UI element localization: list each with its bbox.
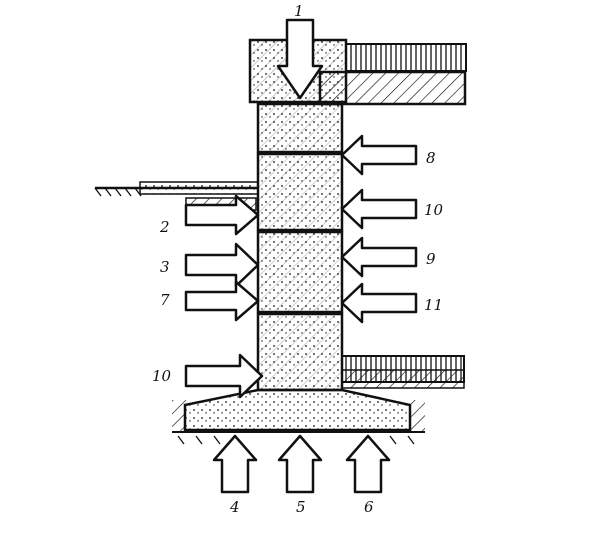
arrow-left-7 [184, 280, 260, 322]
label-3: 3 [160, 258, 170, 276]
upper-floor-slab [318, 43, 467, 106]
label-8: 8 [426, 149, 436, 167]
label-7: 7 [160, 291, 170, 309]
label-10-right: 10 [424, 201, 444, 219]
arrow-bottom-4 [212, 434, 258, 494]
label-6: 6 [364, 498, 374, 516]
arrow-left-10 [184, 353, 264, 399]
lower-floor-slab [341, 355, 465, 389]
load-arrows [184, 18, 418, 494]
arrow-right-11 [340, 282, 418, 324]
arrow-right-10 [340, 188, 418, 230]
label-4: 4 [229, 498, 240, 516]
arrow-top [276, 18, 324, 100]
arrow-right-8 [340, 134, 418, 176]
label-5: 5 [296, 498, 306, 516]
label-2: 2 [159, 218, 170, 236]
label-9: 9 [426, 250, 436, 268]
wall-column [256, 102, 344, 392]
footing [172, 388, 425, 445]
label-11: 11 [424, 296, 443, 314]
arrow-left-3 [184, 242, 260, 288]
arrow-left-2 [184, 194, 260, 236]
arrow-bottom-6 [345, 434, 391, 494]
arrow-right-9 [340, 236, 418, 278]
arrow-bottom-5 [277, 434, 323, 494]
label-10-left: 10 [152, 367, 172, 385]
label-1: 1 [294, 2, 304, 20]
